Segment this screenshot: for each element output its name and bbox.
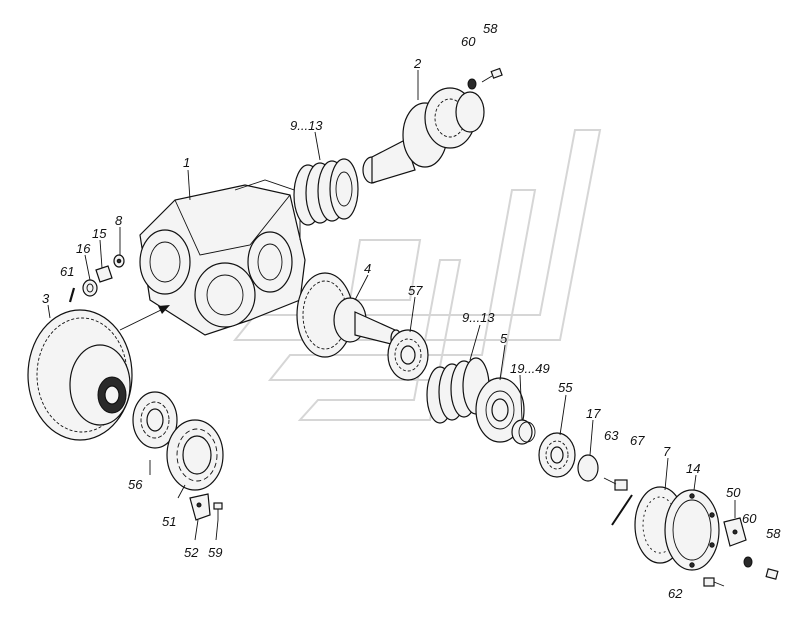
bolt-59-part [213,502,223,520]
callout-61: 61 [60,264,74,279]
plate-15-part [95,265,113,283]
callout-19-49: 19...49 [510,361,550,376]
washer-8-part [113,254,125,268]
callout-58-lower: 58 [766,526,781,541]
nut-51-part [166,419,224,491]
callout-14: 14 [686,461,700,476]
callout-2: 2 [413,56,422,71]
bolt-62-part [703,577,725,587]
callout-8: 8 [115,213,123,228]
callout-62: 62 [668,586,683,601]
cover-14-part [664,489,720,571]
callout-50: 50 [726,485,741,500]
callout-56: 56 [128,477,143,492]
pin-67-part [611,494,633,526]
callout-1: 1 [183,155,190,170]
callout-3: 3 [42,291,50,306]
bearing-55-part [538,432,576,478]
bolt-63-part [603,477,628,491]
washer-60-lower-part [743,556,753,568]
callout-60-upper: 60 [461,34,476,49]
washer-16-part [82,279,98,297]
intermediate-gear-part [296,272,402,358]
callout-7: 7 [663,444,671,459]
washer-17-part [577,454,599,482]
callout-16: 16 [76,241,91,256]
callout-55: 55 [558,380,573,395]
callout-15: 15 [92,226,107,241]
assembly-arrow [119,305,170,331]
bearing-56-part [132,391,178,449]
bearing-57-part [387,329,429,381]
callout-4: 4 [364,261,371,276]
callout-57: 57 [408,283,423,298]
washer-60-upper-part [467,78,477,90]
callout-51: 51 [162,514,176,529]
callout-59: 59 [208,545,222,560]
callout-67: 67 [630,433,645,448]
lock-plate-50-part [723,517,747,547]
callout-9-13-upper: 9...13 [290,118,323,133]
bearing-cage-5-part [475,377,525,443]
shim-pack-upper-part [293,158,359,226]
shim-pack-lower-part [426,357,490,424]
bolt-58-lower-part [765,568,779,580]
leader-lines [47,70,736,541]
callout-60-lower: 60 [742,511,757,526]
spring-19-49-part [511,419,536,445]
callout-52: 52 [184,545,199,560]
callout-63: 63 [604,428,619,443]
differential-gear-part [27,309,133,441]
callout-9-13-lower: 9...13 [462,310,495,325]
callout-labels: 1 2 3 4 5 7 8 9...13 9...13 14 15 16 17 … [42,21,781,601]
callout-17: 17 [586,406,601,421]
housing-part [139,179,306,336]
lock-plate-52-part [189,493,211,521]
drive-pinion-part [362,87,485,184]
callout-58-upper: 58 [483,21,498,36]
callout-5: 5 [500,331,508,346]
bolt-58-upper-part [481,67,503,83]
pin-61-part [68,287,76,303]
